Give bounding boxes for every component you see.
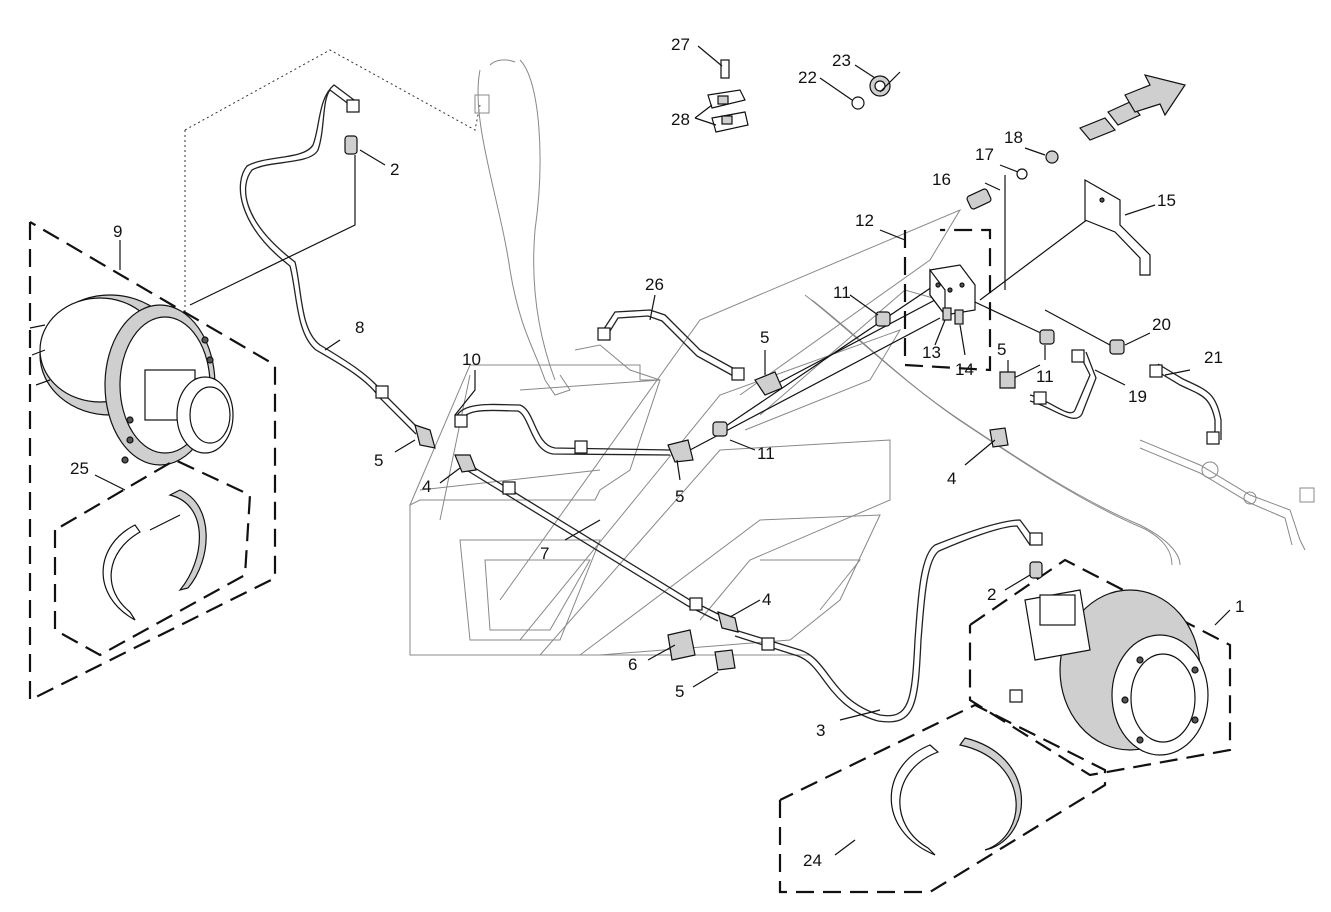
callout-28: 28 <box>671 110 690 129</box>
pipe-10 <box>454 403 671 456</box>
pipe-26 <box>597 309 745 381</box>
pipe-21 <box>1149 363 1222 445</box>
callout-4-right: 4 <box>947 469 956 488</box>
callout-14: 14 <box>955 360 974 379</box>
pipe-7 <box>467 464 721 622</box>
callout-17: 17 <box>975 145 994 164</box>
callout-13: 13 <box>922 343 941 362</box>
ghost-line-right <box>804 294 1315 566</box>
callout-11-center: 11 <box>757 444 775 463</box>
valve-block <box>903 228 992 372</box>
callout-15: 15 <box>1157 191 1176 210</box>
callout-9: 9 <box>113 222 122 241</box>
callout-2-right: 2 <box>987 585 996 604</box>
callout-22: 22 <box>798 68 817 87</box>
callout-23: 23 <box>832 51 851 70</box>
callout-5-bottom: 5 <box>675 682 684 701</box>
hardware <box>707 59 1125 437</box>
callout-11-right: 11 <box>1036 367 1054 386</box>
fittings <box>414 371 1016 671</box>
callout-4-mid: 4 <box>762 590 771 609</box>
leader-lines <box>94 45 1231 856</box>
callout-labels: 1 2 2 3 4 4 4 5 5 5 5 5 6 7 8 9 10 11 11… <box>70 35 1244 870</box>
direction-arrow-icon <box>1079 74 1186 141</box>
hose-ghost <box>474 59 661 396</box>
callout-19: 19 <box>1128 387 1147 406</box>
callout-12: 12 <box>855 211 874 230</box>
fitting-2-top <box>344 135 358 155</box>
callout-26: 26 <box>645 275 664 294</box>
callout-6: 6 <box>628 655 637 674</box>
callout-18: 18 <box>1004 128 1023 147</box>
callout-24: 24 <box>803 851 822 870</box>
callout-4-left: 4 <box>422 477 431 496</box>
callout-1: 1 <box>1235 597 1244 616</box>
callout-20: 20 <box>1152 315 1171 334</box>
callout-10: 10 <box>462 350 481 369</box>
right-brake-shoes <box>778 703 1107 894</box>
callout-27: 27 <box>671 35 690 54</box>
pipe-19 <box>1029 349 1097 419</box>
pipe-3 <box>734 519 1043 723</box>
left-brake-shoes <box>53 458 252 657</box>
callout-8: 8 <box>355 318 364 337</box>
bracket-15 <box>1084 178 1151 276</box>
right-gearbox <box>968 558 1232 777</box>
callout-16: 16 <box>932 170 951 189</box>
supply-lines <box>689 175 1111 451</box>
frame-outline <box>409 208 962 656</box>
callout-2-top: 2 <box>390 160 399 179</box>
callout-5-left: 5 <box>374 451 383 470</box>
callout-21: 21 <box>1204 348 1223 367</box>
callout-7: 7 <box>540 544 549 563</box>
pipe-8 <box>239 84 421 435</box>
callout-25: 25 <box>70 459 89 478</box>
callout-5-upper: 5 <box>760 328 769 347</box>
left-gearbox <box>28 221 277 702</box>
callout-11-left: 11 <box>833 283 851 302</box>
callout-5-center: 5 <box>675 487 684 506</box>
callout-5-right: 5 <box>997 340 1006 359</box>
callout-3: 3 <box>816 721 825 740</box>
